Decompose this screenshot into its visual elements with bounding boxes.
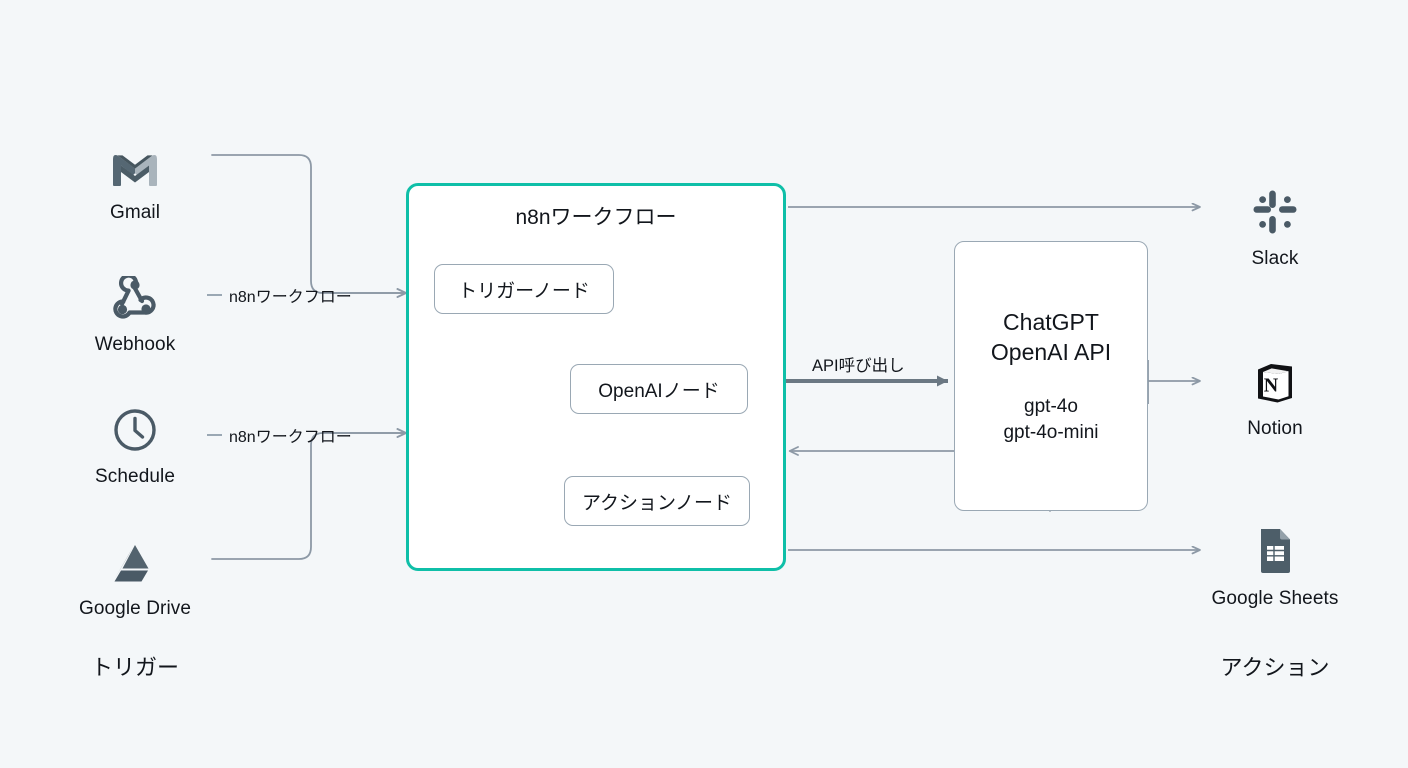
trigger-item-gmail[interactable]: Gmail	[50, 132, 220, 224]
slack-icon	[1190, 178, 1360, 236]
trigger-label: Google Drive	[78, 598, 192, 619]
action-item-slack[interactable]: Slack	[1190, 178, 1360, 270]
trigger-label: Gmail	[109, 202, 161, 223]
actions-caption: アクション	[1220, 655, 1330, 680]
action-label: Slack	[1251, 248, 1299, 269]
api-model-2: gpt-4o-mini	[1003, 421, 1099, 443]
api-title: ChatGPT OpenAI API	[991, 307, 1111, 368]
api-models: gpt-4o gpt-4o-mini	[1003, 394, 1098, 445]
trigger-label: Schedule	[94, 466, 176, 487]
trigger-item-schedule[interactable]: Schedule	[50, 396, 220, 488]
action-label: Google Sheets	[1211, 588, 1339, 609]
workflow-node-action[interactable]: アクションノード	[564, 476, 750, 526]
clock-icon	[50, 396, 220, 454]
dash-mark	[207, 434, 222, 436]
google-sheets-icon	[1190, 518, 1360, 576]
svg-text:N: N	[1264, 375, 1279, 397]
api-title-line2: OpenAI API	[990, 339, 1112, 366]
action-item-google-sheets[interactable]: Google Sheets	[1190, 518, 1360, 610]
wire-gmail	[211, 154, 405, 294]
google-drive-icon	[50, 528, 220, 586]
notion-icon: N	[1190, 348, 1360, 406]
api-title-line1: ChatGPT	[1003, 308, 1099, 335]
wire-label-schedule: n8nワークフロー	[207, 423, 352, 447]
action-label: Notion	[1247, 418, 1303, 439]
trigger-label: Webhook	[94, 334, 176, 355]
wire-label-text: n8nワークフロー	[229, 289, 352, 306]
triggers-caption: トリガー	[90, 655, 179, 680]
workflow-node-trigger[interactable]: トリガーノード	[434, 264, 614, 314]
webhook-icon	[50, 264, 220, 322]
api-call-label: API呼び出し	[812, 357, 905, 375]
trigger-item-google-drive[interactable]: Google Drive	[50, 528, 220, 620]
workflow-title: n8nワークフロー	[515, 206, 677, 229]
action-item-notion[interactable]: N Notion	[1190, 348, 1360, 440]
api-model-1: gpt-4o	[1024, 395, 1078, 417]
wire-google-drive	[211, 432, 405, 560]
dash-mark	[207, 294, 222, 296]
openai-api-box[interactable]: ChatGPT OpenAI API gpt-4o gpt-4o-mini	[954, 241, 1148, 511]
workflow-node-openai[interactable]: OpenAIノード	[570, 364, 748, 414]
wire-label-webhook: n8nワークフロー	[207, 283, 352, 307]
trigger-item-webhook[interactable]: Webhook	[50, 264, 220, 356]
gmail-icon	[50, 132, 220, 190]
wire-label-text: n8nワークフロー	[229, 429, 352, 446]
